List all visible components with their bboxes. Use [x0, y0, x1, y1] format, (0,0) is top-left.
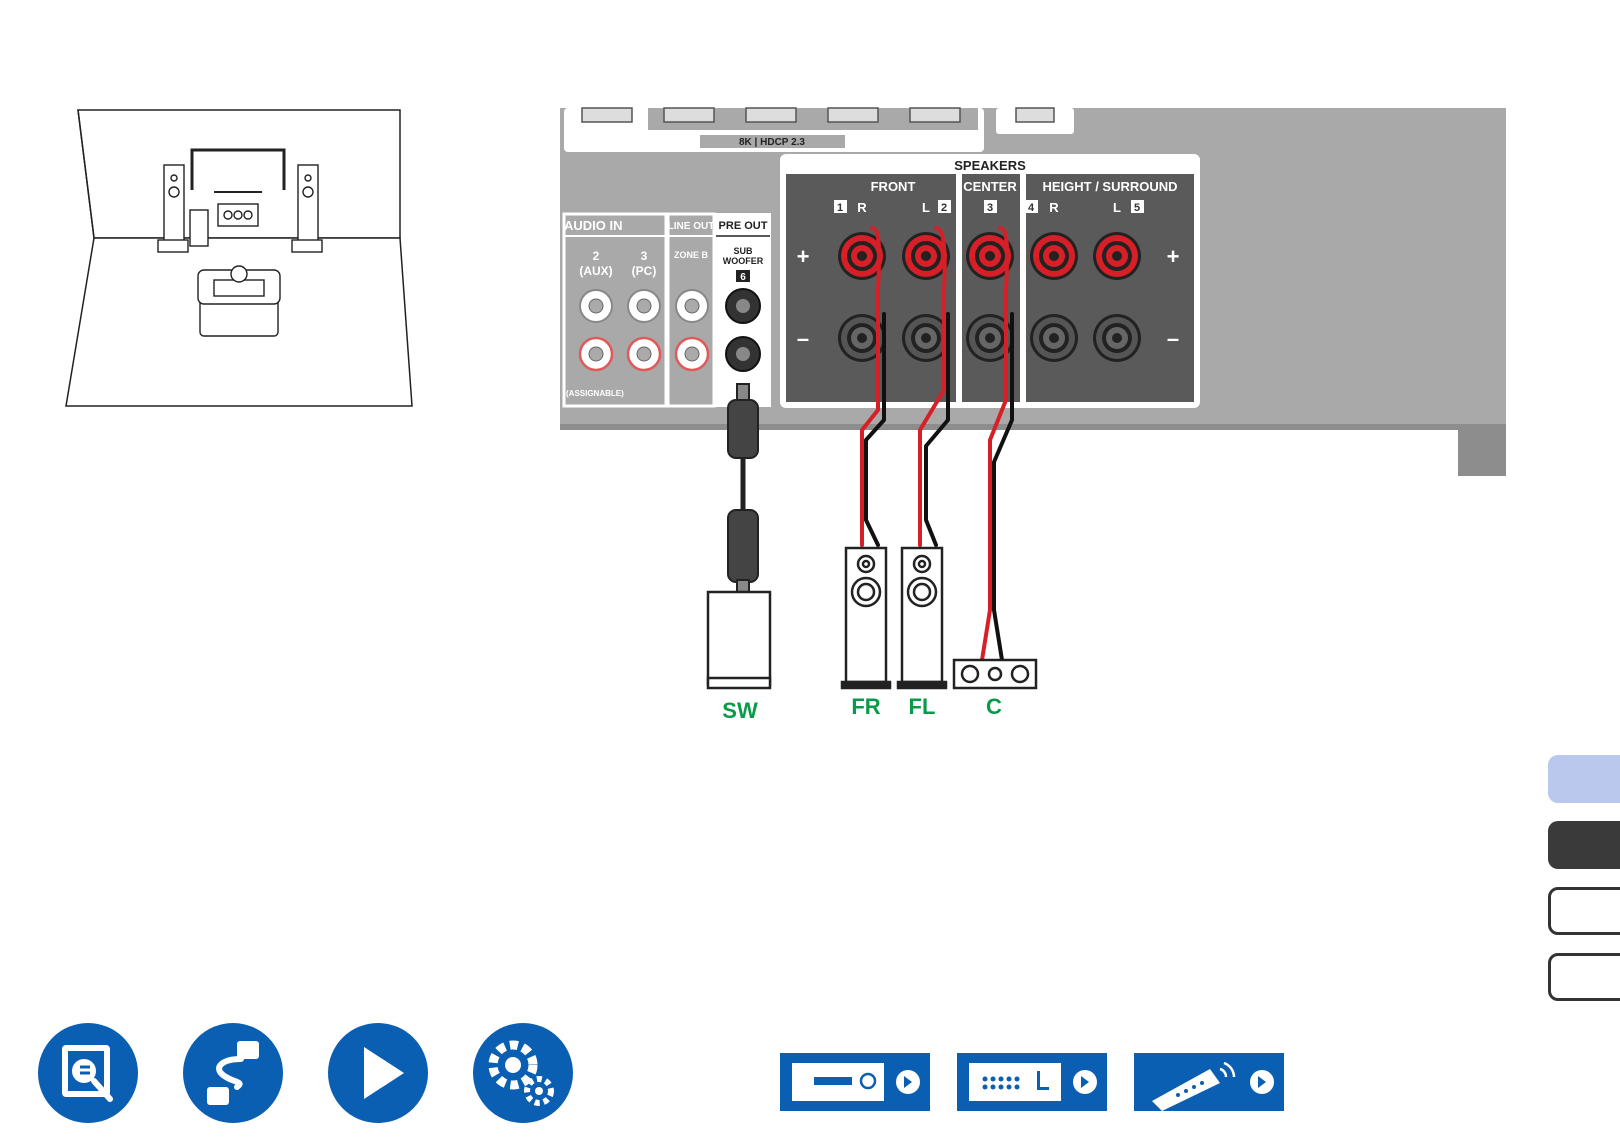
assignable-label: (ASSIGNABLE) — [566, 389, 624, 398]
playback-button[interactable] — [328, 1023, 428, 1123]
hdmi-port — [746, 108, 796, 122]
rca-plug-bottom — [728, 510, 758, 582]
chapter-tab-1[interactable] — [1548, 755, 1620, 803]
group-front: FRONT — [871, 179, 916, 194]
audio-in-2-number: 2 — [593, 249, 600, 263]
zone-b-label: ZONE B — [674, 250, 709, 260]
remote-control-button[interactable] — [1134, 1053, 1284, 1111]
group-center: CENTER — [963, 179, 1017, 194]
channel-number-3: 3 — [987, 202, 993, 214]
audio-in-3-number: 3 — [641, 249, 648, 263]
hdmi-port — [582, 108, 632, 122]
channel-number-2: 2 — [941, 202, 947, 214]
channel-number-4: 4 — [1028, 202, 1035, 214]
rear-panel-button[interactable] — [957, 1053, 1107, 1111]
channel-letter-sr: R — [1049, 200, 1059, 215]
positive-terminal-4 — [1030, 232, 1078, 280]
minus-sign-left: – — [797, 326, 809, 351]
setup-button[interactable] — [473, 1023, 573, 1123]
negative-terminal-4 — [1030, 314, 1078, 362]
label-c: C — [986, 694, 1002, 719]
rear-panel-icon — [957, 1053, 1107, 1111]
pre-out-label: PRE OUT — [719, 220, 768, 232]
sub-label: SUB — [733, 246, 753, 256]
negative-terminal-5 — [1093, 314, 1141, 362]
plus-sign-right: + — [1167, 244, 1180, 269]
chapter-tab-3[interactable] — [1548, 887, 1620, 935]
receiver-foot — [1458, 430, 1506, 476]
audio-in-title: AUDIO IN — [564, 218, 623, 233]
label-fr: FR — [851, 694, 880, 719]
channel-letter-fr: R — [857, 200, 867, 215]
chapter-tab-2[interactable] — [1548, 821, 1620, 869]
channel-number-5: 5 — [1134, 202, 1140, 214]
front-panel-button[interactable] — [780, 1053, 930, 1111]
connection-cable-icon — [183, 1023, 283, 1123]
plus-sign-left: + — [797, 244, 810, 269]
hdmi-port — [910, 108, 960, 122]
rear-panel-diagram: 8K | HDCP 2.3 AUDIO IN 2 (AUX) 3 (PC) (A… — [0, 0, 1620, 740]
sub-number: 6 — [740, 272, 746, 283]
label-fl: FL — [909, 694, 936, 719]
remote-control-icon — [1134, 1053, 1284, 1111]
speakers-title: SPEAKERS — [954, 158, 1026, 173]
settings-gears-icon — [473, 1023, 573, 1123]
channel-letter-fl: L — [922, 200, 930, 215]
network-port — [1016, 108, 1054, 122]
hdmi-port — [664, 108, 714, 122]
connections-button[interactable] — [183, 1023, 283, 1123]
woofer-label: WOOFER — [723, 256, 764, 266]
group-height-surround: HEIGHT / SURROUND — [1042, 179, 1177, 194]
audio-in-3-name: (PC) — [632, 264, 657, 278]
play-icon — [328, 1023, 428, 1123]
audio-in-2-name: (AUX) — [579, 264, 612, 278]
hdmi-caption: 8K | HDCP 2.3 — [739, 137, 805, 148]
label-sw: SW — [722, 698, 758, 723]
subwoofer-speaker — [708, 592, 770, 684]
line-out-label: LINE OUT — [668, 221, 715, 232]
positive-terminal-5 — [1093, 232, 1141, 280]
channel-number-1: 1 — [837, 202, 843, 214]
channel-letter-sl: L — [1113, 200, 1121, 215]
chapter-tab-4[interactable] — [1548, 953, 1620, 1001]
contents-button[interactable] — [38, 1023, 138, 1123]
hdmi-port — [828, 108, 878, 122]
manual-search-icon — [38, 1023, 138, 1123]
front-panel-icon — [780, 1053, 930, 1111]
minus-sign-right: – — [1167, 326, 1179, 351]
